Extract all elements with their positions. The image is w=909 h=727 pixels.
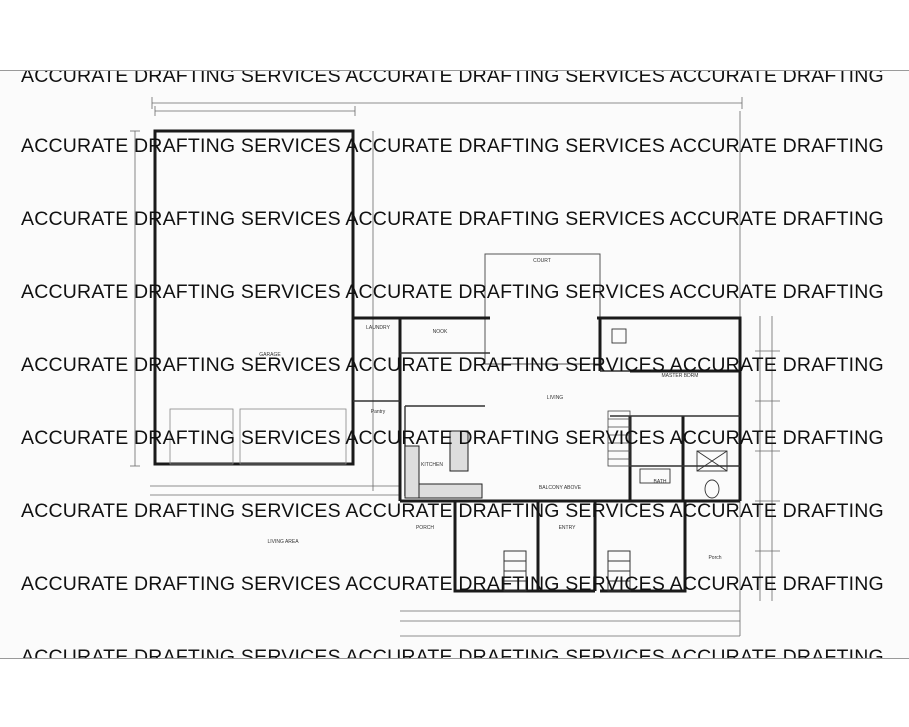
bath-fixtures — [611, 328, 728, 499]
label-porch-side: PORCH — [416, 525, 434, 531]
label-living-area: LIVING AREA — [267, 539, 299, 545]
watermark-row: ACCURATE DRAFTING SERVICES ACCURATE DRAF… — [21, 500, 884, 522]
garage — [153, 129, 355, 466]
watermark-row: ACCURATE DRAFTING SERVICES ACCURATE DRAF… — [21, 573, 884, 595]
label-bath: BATH — [654, 479, 667, 485]
watermark-row: ACCURATE DRAFTING SERVICES ACCURATE DRAF… — [21, 208, 884, 230]
court — [484, 253, 601, 365]
label-kitchen: KITCHEN — [421, 462, 443, 468]
floor-plan: GARAGE LAUNDRY NOOK Pantry KITCHEN LIVIN… — [130, 97, 780, 637]
label-pantry: Pantry — [371, 409, 386, 415]
label-nook: NOOK — [433, 329, 448, 335]
watermark-row: ACCURATE DRAFTING SERVICES ACCURATE DRAF… — [21, 281, 884, 303]
watermark-row: ACCURATE DRAFTING SERVICES ACCURATE DRAF… — [21, 135, 884, 157]
label-living: LIVING — [547, 395, 564, 401]
label-porch: Porch — [708, 555, 721, 561]
label-court: COURT — [533, 258, 551, 264]
house-walls — [351, 316, 742, 593]
drawing-sheet: GARAGE LAUNDRY NOOK Pantry KITCHEN LIVIN… — [0, 70, 909, 659]
label-master: MASTER BDRM — [662, 373, 699, 379]
watermark-row: ACCURATE DRAFTING SERVICES ACCURATE DRAF… — [21, 646, 884, 659]
watermark-row: ACCURATE DRAFTING SERVICES ACCURATE DRAF… — [21, 70, 884, 87]
watermark-row: ACCURATE DRAFTING SERVICES ACCURATE DRAF… — [21, 354, 884, 376]
watermark-row: ACCURATE DRAFTING SERVICES ACCURATE DRAF… — [21, 427, 884, 449]
kitchen-counters — [404, 430, 483, 499]
room-labels: GARAGE LAUNDRY NOOK Pantry KITCHEN LIVIN… — [259, 258, 721, 561]
dimension-lines — [130, 97, 780, 637]
label-laundry: LAUNDRY — [366, 325, 390, 331]
stairs — [607, 410, 631, 467]
label-balcony: BALCONY ABOVE — [539, 485, 582, 491]
porch-steps — [503, 550, 631, 592]
label-garage: GARAGE — [259, 352, 281, 358]
label-entry: ENTRY — [559, 525, 577, 531]
